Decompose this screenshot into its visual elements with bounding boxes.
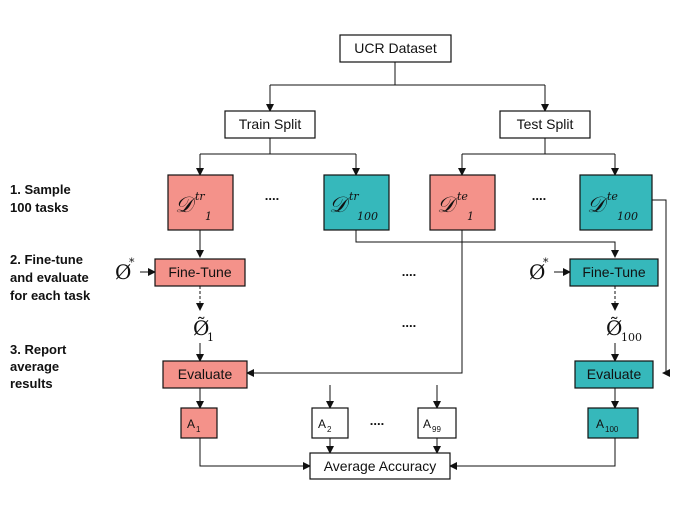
accuracy-a100-sub: 100 <box>605 425 619 434</box>
task-test-1-sup: te <box>457 190 468 203</box>
phi-star-left-star: * <box>129 256 135 269</box>
task-train-100-symbol: 𝒟 <box>329 193 351 218</box>
accuracy-a100: A 100 <box>587 407 639 439</box>
accuracy-a1-sub: 1 <box>196 425 201 434</box>
task-test-1-symbol: 𝒟 <box>437 193 459 218</box>
accuracy-a2-sub: 2 <box>327 425 332 434</box>
phi-tilde-ellipsis: .... <box>402 315 416 330</box>
evaluate-right-label: Evaluate <box>587 366 642 382</box>
test-tasks-ellipsis: .... <box>532 188 546 203</box>
phi-tilde-1-sub: 1 <box>207 331 214 344</box>
accuracy-a1-letter: A <box>187 417 195 431</box>
task-test-1: 𝒟 te 1 <box>429 174 496 231</box>
step-1-line-1: 1. Sample <box>10 182 71 197</box>
test-split-node: Test Split <box>499 110 591 139</box>
accuracy-a100-letter: A <box>596 417 604 431</box>
task-train-1: 𝒟 tr 1 <box>167 174 234 231</box>
task-train-1-sup: tr <box>195 190 205 203</box>
phi-star-left: Ø * <box>115 256 135 284</box>
fine-tune-left-label: Fine-Tune <box>168 264 232 280</box>
fine-tune-right-node: Fine-Tune <box>569 258 659 287</box>
phi-tilde-100-sub: 100 <box>621 331 642 344</box>
evaluate-left-label: Evaluate <box>178 366 233 382</box>
task-test-100-sup: te <box>607 190 618 203</box>
accuracy-a99-letter: A <box>423 417 431 431</box>
task-test-100: 𝒟 te 100 <box>579 174 653 231</box>
phi-tilde-100-symbol: Ø̃ <box>606 316 622 340</box>
phi-tilde-1-symbol: Ø̃ <box>193 316 209 340</box>
phi-star-right: Ø * <box>529 256 549 284</box>
task-train-1-symbol: 𝒟 <box>175 193 197 218</box>
phi-tilde-100: Ø̃ 100 <box>606 316 642 344</box>
evaluate-right-node: Evaluate <box>574 360 654 389</box>
ucr-dataset-label: UCR Dataset <box>354 40 437 56</box>
step-1-line-2: 100 tasks <box>10 200 69 215</box>
accuracy-a2: A 2 <box>311 407 349 439</box>
fine-tune-ellipsis: .... <box>402 264 416 279</box>
task-test-1-sub: 1 <box>467 210 474 223</box>
fine-tune-right-label: Fine-Tune <box>582 264 646 280</box>
train-split-label: Train Split <box>239 116 302 132</box>
step-2-label: 2. Fine-tune and evaluate for each task <box>10 252 91 303</box>
train-tasks-ellipsis: .... <box>265 188 279 203</box>
accuracy-ellipsis: .... <box>370 413 384 428</box>
task-test-100-symbol: 𝒟 <box>587 193 609 218</box>
step-3-line-3: results <box>10 376 53 391</box>
accuracy-a99: A 99 <box>417 407 457 439</box>
step-1-label: 1. Sample 100 tasks <box>10 182 71 215</box>
phi-star-right-symbol: Ø <box>529 260 545 284</box>
accuracy-a1: A 1 <box>180 407 218 439</box>
phi-star-right-star: * <box>543 256 549 269</box>
task-test-100-sub: 100 <box>617 210 638 223</box>
phi-star-left-symbol: Ø <box>115 260 131 284</box>
task-train-100-sub: 100 <box>357 210 378 223</box>
test-split-label: Test Split <box>517 116 574 132</box>
step-3-line-1: 3. Report <box>10 342 67 357</box>
fine-tune-left-node: Fine-Tune <box>154 258 246 287</box>
accuracy-a2-letter: A <box>318 417 326 431</box>
evaluate-left-node: Evaluate <box>162 360 248 389</box>
average-accuracy-label: Average Accuracy <box>324 458 437 474</box>
step-2-line-3: for each task <box>10 288 91 303</box>
step-3-line-2: average <box>10 359 59 374</box>
accuracy-a99-sub: 99 <box>432 425 441 434</box>
step-2-line-2: and evaluate <box>10 270 89 285</box>
step-3-label: 3. Report average results <box>10 342 67 391</box>
train-split-node: Train Split <box>224 110 316 139</box>
phi-tilde-1: Ø̃ 1 <box>193 316 214 344</box>
task-train-100-sup: tr <box>349 190 359 203</box>
connectors <box>140 62 670 470</box>
average-accuracy-node: Average Accuracy <box>309 452 451 480</box>
task-train-1-sub: 1 <box>205 210 212 223</box>
step-2-line-1: 2. Fine-tune <box>10 252 83 267</box>
ucr-dataset-node: UCR Dataset <box>339 34 452 63</box>
task-train-100: 𝒟 tr 100 <box>323 174 390 231</box>
